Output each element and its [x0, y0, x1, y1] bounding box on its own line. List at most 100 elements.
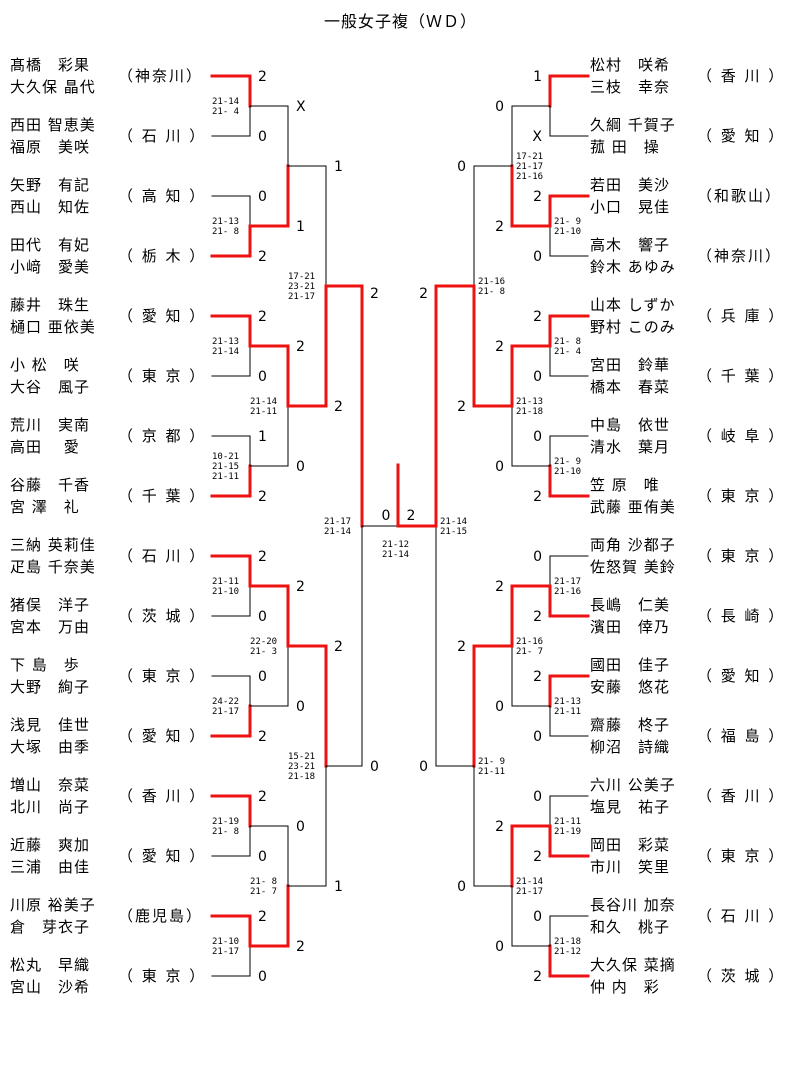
left-prefecture: （ 石 川 ）	[118, 547, 207, 565]
match-score: 0	[370, 759, 379, 775]
match-score: 2	[533, 969, 542, 985]
set-score: 21- 8	[478, 287, 505, 297]
player-name: 和久 桃子	[590, 918, 671, 936]
match-score: 2	[533, 669, 542, 685]
right-prefecture: （神奈川）	[697, 247, 783, 265]
match-score: 2	[258, 309, 267, 325]
right-prefecture: （ 岐 阜 ）	[697, 427, 786, 445]
match-score: 0	[258, 609, 267, 625]
left-prefecture: （ 東 京 ）	[118, 367, 207, 385]
match-score: 1	[334, 159, 343, 175]
match-score: 0	[495, 99, 504, 115]
match-score: 0	[296, 699, 305, 715]
set-score: 21- 8	[212, 227, 239, 237]
player-name: 小﨑 愛美	[10, 258, 91, 276]
set-score: 23-21	[288, 282, 315, 292]
player-name: 高田 愛	[10, 438, 80, 456]
player-name: 中島 依世	[590, 416, 671, 434]
right-pair-names: 中島 依世清水 葉月	[590, 414, 670, 458]
set-score: 21-11	[212, 577, 239, 587]
right-prefecture: （ 茨 城 ）	[697, 967, 786, 985]
player-name: 武藤 亜侑美	[590, 498, 676, 516]
set-score: 21-10	[554, 467, 581, 477]
player-name: 川原 裕美子	[10, 896, 96, 914]
set-score: 21-12	[554, 947, 581, 957]
right-prefecture: （ 千 葉 ）	[697, 367, 786, 385]
left-prefecture: （ 香 川 ）	[118, 787, 207, 805]
set-score: 21-19	[212, 817, 239, 827]
left-prefecture: （ 愛 知 ）	[118, 847, 207, 865]
left-prefecture: （ 千 葉 ）	[118, 487, 207, 505]
player-name: 松丸 早織	[10, 956, 91, 974]
set-score: 21-14	[516, 877, 543, 887]
match-score: X	[532, 129, 542, 145]
player-name: 倉 芽衣子	[10, 918, 91, 936]
match-score: 0	[533, 429, 542, 445]
player-name: 大塚 由季	[10, 738, 91, 756]
player-name: 大久保 菜摘	[590, 956, 676, 974]
right-pair-names: 岡田 彩菜市川 笑里	[590, 834, 670, 878]
right-pair-names: 若田 美沙小口 晃佳	[590, 174, 670, 218]
match-score: 2	[296, 339, 305, 355]
right-pair-names: 六川 公美子塩見 祐子	[590, 774, 676, 818]
player-name: 谷藤 千香	[10, 476, 91, 494]
player-name: 國田 佳子	[590, 656, 671, 674]
left-pair-names: 三納 英莉佳疋島 千奈美	[10, 534, 96, 578]
right-prefecture: （和歌山）	[697, 187, 783, 205]
match-score: 2	[419, 286, 428, 302]
match-score: 2	[495, 579, 504, 595]
player-name: 大野 絢子	[10, 678, 91, 696]
set-score: 21-10	[554, 227, 581, 237]
set-score: 21-11	[554, 817, 581, 827]
match-score: 0	[258, 189, 267, 205]
match-score: 0	[296, 459, 305, 475]
match-score: 2	[334, 399, 343, 415]
player-name: 樋口 亜依美	[10, 318, 96, 336]
set-score: 21-17	[212, 947, 239, 957]
set-score: 21-18	[516, 407, 543, 417]
player-name: 西田 智恵美	[10, 116, 96, 134]
set-score: 21- 9	[478, 757, 505, 767]
set-score: 21-15	[440, 527, 467, 537]
right-pair-names: 笠 原 唯武藤 亜侑美	[590, 474, 676, 518]
player-name: 浅見 佳世	[10, 716, 91, 734]
player-name: 宮本 万由	[10, 618, 91, 636]
match-score: 0	[258, 129, 267, 145]
set-score: 21-13	[212, 217, 239, 227]
left-pair-names: 川原 裕美子倉 芽衣子	[10, 894, 96, 938]
set-score: 21-18	[554, 937, 581, 947]
right-prefecture: （ 東 京 ）	[697, 487, 786, 505]
right-pair-names: 宮田 鈴華橋本 春菜	[590, 354, 670, 398]
right-prefecture: （ 石 川 ）	[697, 907, 786, 925]
match-score: 2	[296, 939, 305, 955]
player-name: 下 島 歩	[10, 656, 80, 674]
left-prefecture: （ 栃 木 ）	[118, 247, 207, 265]
match-score: 2	[334, 639, 343, 655]
match-score: 2	[533, 309, 542, 325]
player-name: 柳沼 詩織	[590, 738, 671, 756]
set-score: 23-21	[288, 762, 315, 772]
right-prefecture: （ 福 島 ）	[697, 727, 786, 745]
match-score: 0	[495, 699, 504, 715]
set-score: 17-21	[288, 272, 315, 282]
left-pair-names: 近藤 爽加三浦 由佳	[10, 834, 90, 878]
player-name: 疋島 千奈美	[10, 558, 96, 576]
set-score: 21- 9	[554, 457, 581, 467]
match-score: 0	[258, 969, 267, 985]
left-pair-names: 松丸 早織宮山 沙希	[10, 954, 90, 998]
match-score: 1	[334, 879, 343, 895]
left-prefecture: （ 石 川 ）	[118, 127, 207, 145]
match-score: 1	[258, 429, 267, 445]
set-score: 21-11	[554, 707, 581, 717]
left-pair-names: 谷藤 千香宮 澤 礼	[10, 474, 90, 518]
match-score: 0	[457, 159, 466, 175]
match-score: 2	[258, 909, 267, 925]
player-name: 福原 美咲	[10, 138, 91, 156]
match-score: 2	[495, 819, 504, 835]
player-name: 西山 知佐	[10, 198, 91, 216]
player-name: 長谷川 加奈	[590, 896, 676, 914]
player-name: 笠 原 唯	[590, 476, 660, 494]
left-pair-names: 浅見 佳世大塚 由季	[10, 714, 90, 758]
set-score: 21-15	[212, 462, 239, 472]
